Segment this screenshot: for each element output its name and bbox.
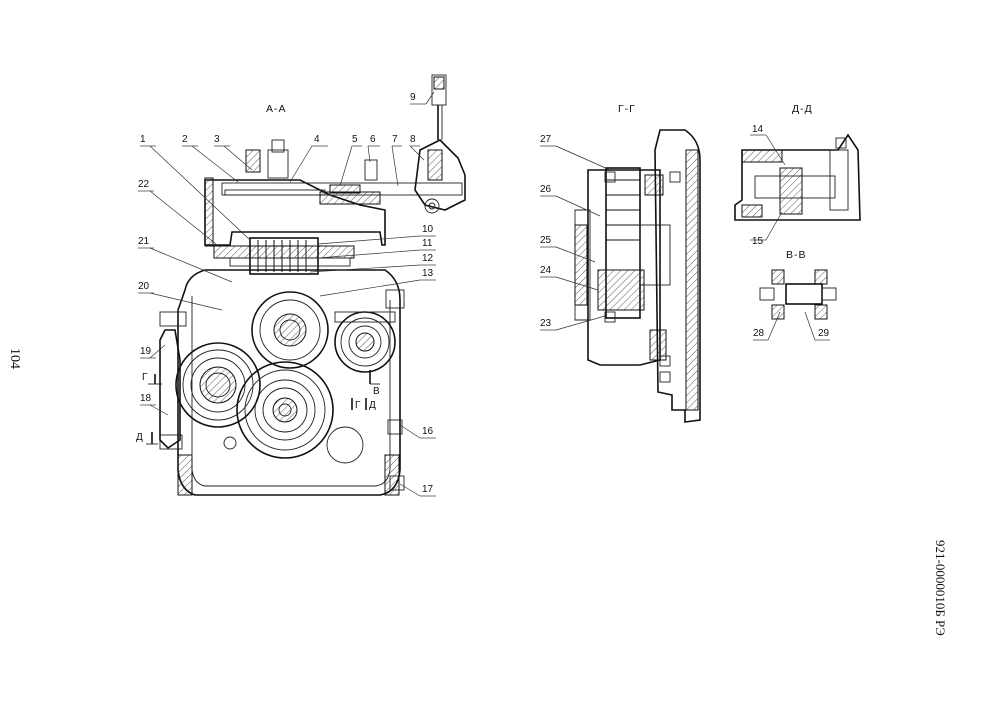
section-aa-view: А-А <box>136 74 466 497</box>
section-dd-view: Д-Д 14 15 <box>734 103 861 247</box>
callout-20: 20 <box>138 281 150 292</box>
callout-27: 27 <box>540 134 552 145</box>
callout-4: 4 <box>314 134 320 145</box>
callout-28: 28 <box>753 328 765 339</box>
section-vv-view: В-В 28 29 <box>753 249 837 341</box>
callout-16: 16 <box>422 426 434 437</box>
section-aa-title: А-А <box>266 103 287 115</box>
callout-3: 3 <box>214 134 220 145</box>
callout-15: 15 <box>752 236 764 247</box>
callout-14: 14 <box>752 124 764 135</box>
callout-24: 24 <box>540 265 552 276</box>
callout-25: 25 <box>540 235 552 246</box>
callout-22: 22 <box>138 179 150 190</box>
cut-mark-v: В <box>373 386 380 397</box>
cut-mark-g-right: Г <box>355 400 361 411</box>
cut-mark-d-right: Д <box>369 400 376 411</box>
callout-7: 7 <box>392 134 398 145</box>
cut-mark-d-left: Д <box>136 432 143 443</box>
callout-10: 10 <box>422 224 434 235</box>
callout-23: 23 <box>540 318 552 329</box>
callout-13: 13 <box>422 268 434 279</box>
callout-6: 6 <box>370 134 376 145</box>
callout-11: 11 <box>422 238 433 249</box>
section-vv-title: В-В <box>786 249 807 261</box>
callout-5: 5 <box>352 134 358 145</box>
section-gg-view: Г-Г 27 26 25 24 23 <box>540 103 701 423</box>
callout-17: 17 <box>422 484 434 495</box>
callout-21: 21 <box>138 236 150 247</box>
callout-18: 18 <box>140 393 152 404</box>
callout-29: 29 <box>818 328 830 339</box>
section-dd-title: Д-Д <box>792 103 813 115</box>
section-gg-title: Г-Г <box>618 103 636 115</box>
callout-26: 26 <box>540 184 552 195</box>
cut-mark-g-left: Г <box>142 372 148 383</box>
callout-12: 12 <box>422 253 434 264</box>
callout-9: 9 <box>410 92 416 103</box>
callout-8: 8 <box>410 134 416 145</box>
callout-19: 19 <box>140 346 152 357</box>
callout-2: 2 <box>182 134 188 145</box>
callout-1: 1 <box>140 134 146 145</box>
